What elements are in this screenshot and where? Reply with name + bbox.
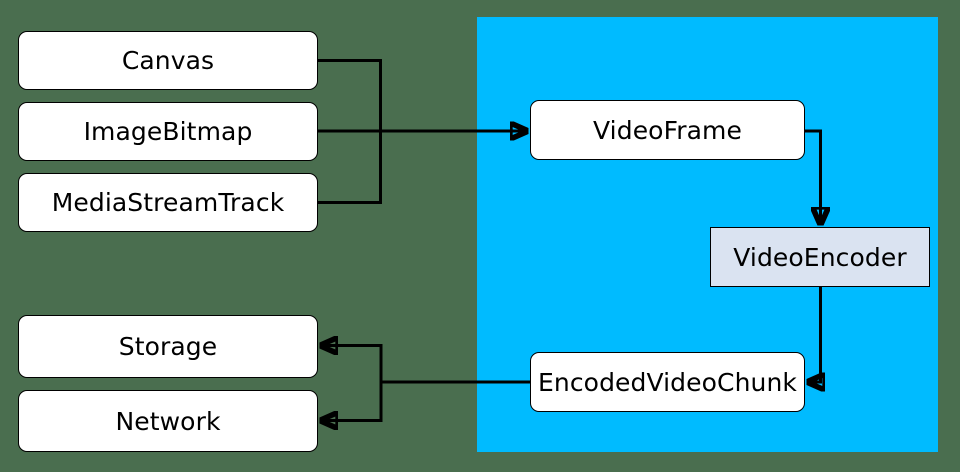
node-imagebitmap-label: ImageBitmap <box>83 117 253 146</box>
node-encodedvideochunk-label: EncodedVideoChunk <box>537 367 797 397</box>
node-videoencoder[interactable]: VideoEncoder <box>710 227 930 287</box>
node-videoframe-label: VideoFrame <box>593 115 742 145</box>
node-canvas[interactable]: Canvas <box>18 31 318 90</box>
node-mediastreamtrack[interactable]: MediaStreamTrack <box>18 173 318 232</box>
node-videoencoder-label: VideoEncoder <box>733 242 907 272</box>
node-network-label: Network <box>115 406 221 436</box>
node-encodedvideochunk[interactable]: EncodedVideoChunk <box>530 352 805 412</box>
node-mediastreamtrack-label: MediaStreamTrack <box>51 188 285 217</box>
node-storage[interactable]: Storage <box>18 315 318 378</box>
node-network[interactable]: Network <box>18 390 318 452</box>
edge-videoframe-to-videoencoder <box>805 129 821 224</box>
edge-mediastreamtrack-to-bus <box>318 131 382 204</box>
node-videoframe[interactable]: VideoFrame <box>530 100 805 160</box>
node-storage-label: Storage <box>118 332 218 361</box>
edge-canvas-to-bus <box>318 59 382 131</box>
node-imagebitmap[interactable]: ImageBitmap <box>18 102 318 161</box>
node-canvas-label: Canvas <box>121 46 215 75</box>
edge-videoencoder-to-encodedvideochunk <box>808 287 821 382</box>
edge-bus-to-network <box>321 382 383 421</box>
edge-bus-to-storage <box>321 346 383 382</box>
